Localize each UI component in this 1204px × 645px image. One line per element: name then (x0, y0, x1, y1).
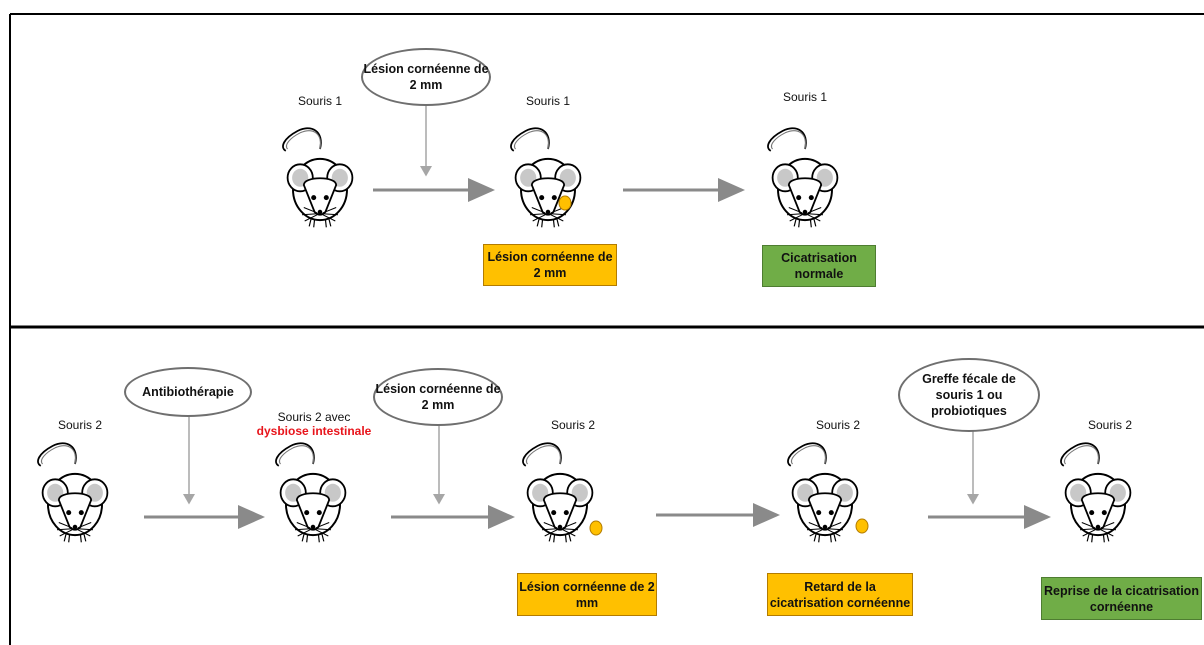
ellipse-greffe: Greffe fécale de souris 1 ou probiotique… (898, 358, 1040, 432)
box-cicatrisation-normale: Cicatrisation normale (762, 245, 876, 287)
mouse-label: Souris 1 (525, 94, 571, 108)
box-retard: Retard de la cicatrisation cornéenne (767, 573, 913, 616)
mouse-label: Souris 2 (550, 418, 596, 432)
mouse-label: Souris 1 (297, 94, 343, 108)
ellipse-lesion-row2: Lésion cornéenne de 2 mm (373, 368, 503, 426)
ellipse-lesion-row1: Lésion cornéenne de 2 mm (361, 48, 491, 106)
box-reprise: Reprise de la cicatrisation cornéenne (1041, 577, 1202, 620)
mouse-label: Souris 2 avec (277, 410, 351, 424)
ellipse-antibiotherapie: Antibiothérapie (124, 367, 252, 417)
box-lesion-row1: Lésion cornéenne de 2 mm (483, 244, 617, 286)
dysbiose-label: dysbiose intestinale (256, 424, 372, 438)
mouse-dysbiose-label: Souris 2 avec dysbiose intestinale (257, 410, 372, 438)
mouse-label: Souris 2 (1087, 418, 1133, 432)
mouse-label: Souris 2 (57, 418, 103, 432)
mouse-label: Souris 2 (815, 418, 861, 432)
box-lesion-row2: Lésion cornéenne de 2 mm (517, 573, 657, 616)
mouse-label: Souris 1 (782, 90, 828, 104)
